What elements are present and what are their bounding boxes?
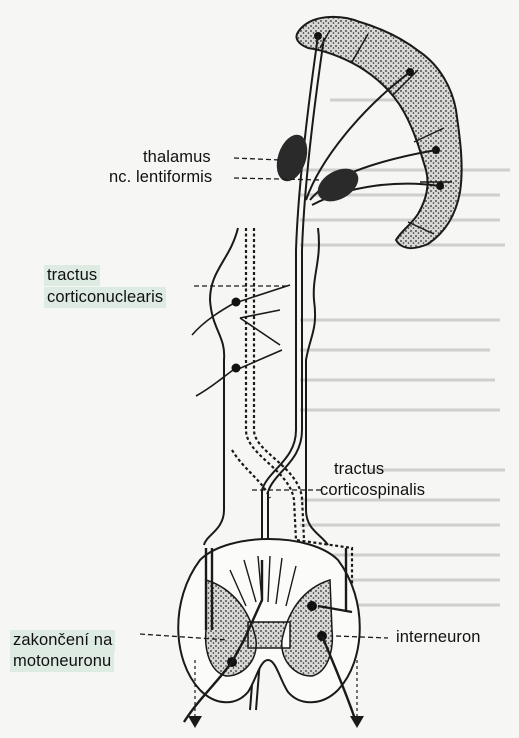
label-thalamus: thalamus — [143, 148, 211, 167]
label-tractus-corticospinalis-2: corticospinalis — [320, 481, 425, 500]
label-tractus-corticospinalis-1: tractus — [334, 460, 384, 479]
label-nc-lentiformis: nc. lentiformis — [109, 168, 212, 187]
brainstem-nuclei — [232, 298, 241, 373]
corticonuclear-branches — [192, 285, 290, 396]
label-tractus-corticonuclearis-2: corticonuclearis — [44, 287, 166, 308]
label-tractus-corticonuclearis-1: tractus — [44, 265, 100, 286]
label-interneuron: interneuron — [396, 628, 481, 647]
background-print-lines — [290, 100, 510, 605]
brainstem-outline — [204, 228, 328, 545]
label-zakonceni-2: motoneuronu — [10, 651, 114, 672]
label-zakonceni-1: zakončení na — [10, 630, 115, 651]
